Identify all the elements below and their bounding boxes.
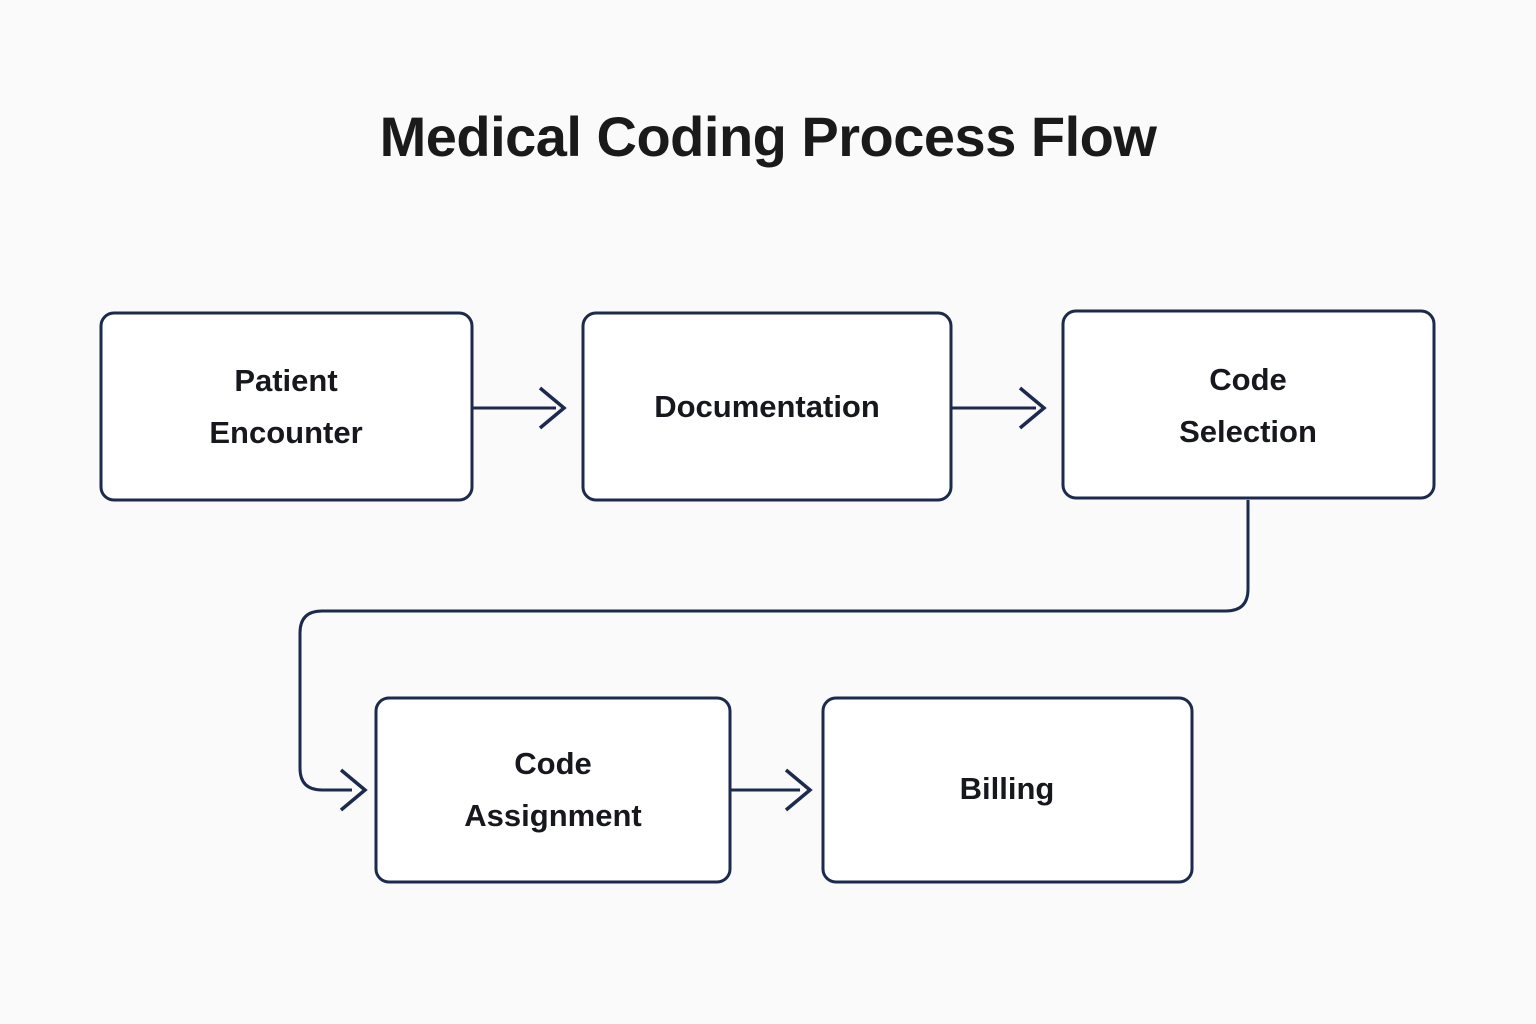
edge-patient-encounter-to-documentation [472, 386, 567, 430]
node-label-line-2: Selection [1179, 414, 1317, 449]
node-label-line-2: Encounter [209, 415, 362, 450]
edge-documentation-to-code-selection [951, 386, 1047, 430]
node-patient-encounter[interactable]: Patient Encounter [99, 311, 474, 502]
arrow-head-icon [784, 768, 813, 812]
node-billing[interactable]: Billing [821, 696, 1194, 884]
node-shape[interactable] [374, 696, 732, 884]
arrow-head-icon [1018, 386, 1047, 430]
node-shape[interactable] [99, 311, 474, 502]
node-shape[interactable] [821, 696, 1194, 884]
node-label-line-1: Documentation [654, 389, 880, 424]
page-title: Medical Coding Process Flow [379, 105, 1157, 168]
node-shape[interactable] [1061, 309, 1436, 500]
node-label-line-1: Code [1209, 362, 1287, 397]
node-label-line-2: Assignment [464, 798, 641, 833]
edge-code-selection-to-code-assignment [298, 500, 1250, 812]
edge-code-assignment-to-billing [730, 768, 813, 812]
node-label-line-1: Billing [960, 771, 1055, 806]
node-label-line-1: Patient [234, 363, 337, 398]
node-documentation[interactable]: Documentation [581, 311, 953, 502]
arrow-head-icon [339, 768, 368, 812]
node-code-assignment[interactable]: Code Assignment [374, 696, 732, 884]
edge-line [298, 500, 1250, 792]
arrow-head-icon [538, 386, 567, 430]
node-shape[interactable] [581, 311, 953, 502]
node-label-line-1: Code [514, 746, 592, 781]
node-code-selection[interactable]: Code Selection [1061, 309, 1436, 500]
